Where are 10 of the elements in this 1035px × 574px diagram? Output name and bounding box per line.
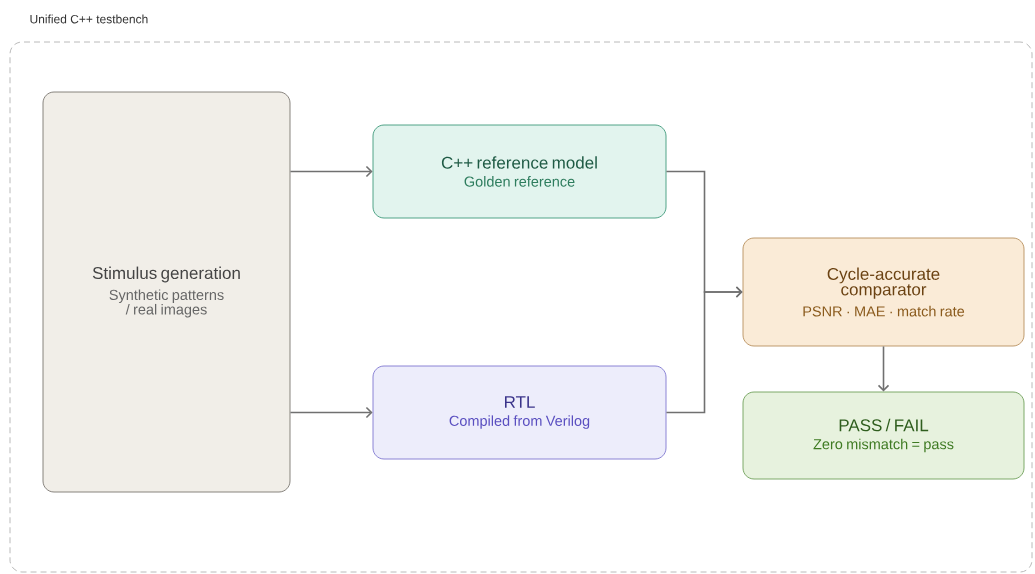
rtl-box: RTL Compiled from Verilog <box>372 365 667 460</box>
arrow <box>289 406 373 419</box>
frame-heading: Unified C++ testbench <box>30 14 148 24</box>
comparator-box: Cycle-accurate comparator PSNR · MAE · match rate <box>742 237 1025 347</box>
model-box: C++ reference model Golden reference <box>372 124 667 219</box>
arrow <box>665 286 743 414</box>
stimulus-box: Stimulus generation Synthetic patterns / real images <box>42 91 291 493</box>
result-box: PASS / FAIL Zero mismatch = pass <box>742 391 1025 480</box>
arrow <box>877 345 890 392</box>
arrow <box>289 165 373 178</box>
